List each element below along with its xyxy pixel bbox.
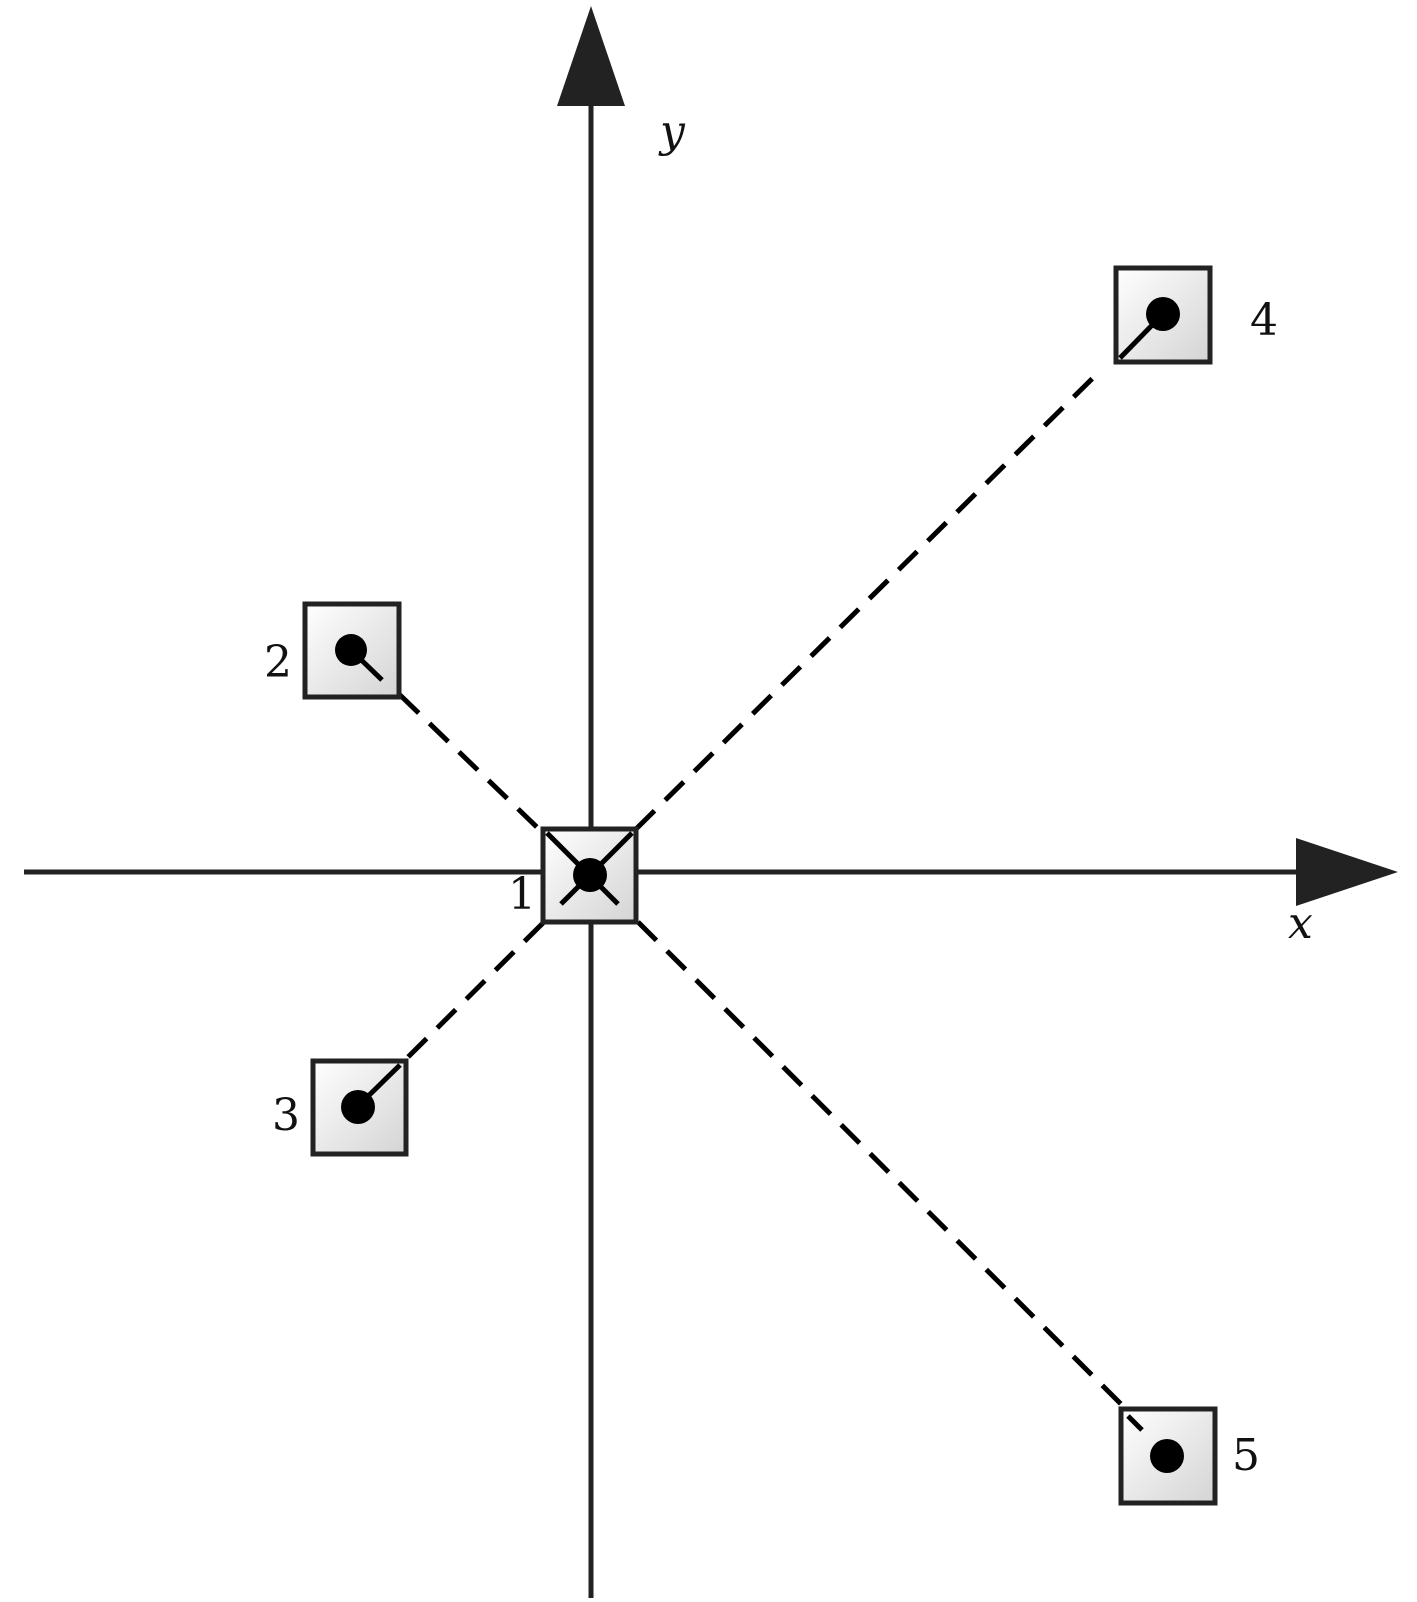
- node-4-dot: [1146, 297, 1180, 331]
- node-5-stub: [1126, 1414, 1144, 1432]
- x-axis-label: x: [1288, 898, 1313, 949]
- x-axis-arrowhead: [1296, 838, 1398, 906]
- node-4: 4: [1113, 265, 1278, 365]
- node-2-dot: [335, 634, 367, 666]
- node-5: 5: [1118, 1406, 1260, 1506]
- node-1-label: 1: [508, 869, 536, 920]
- link-1-3: [403, 921, 545, 1062]
- link-1-2: [398, 693, 545, 835]
- node-4-label: 4: [1250, 295, 1278, 346]
- node-1-dot: [573, 858, 607, 892]
- node-5-label: 5: [1232, 1430, 1260, 1481]
- y-axis-label: y: [658, 106, 686, 157]
- node-2: 2: [264, 601, 402, 700]
- links: [398, 368, 1142, 1425]
- link-1-4: [634, 368, 1103, 831]
- axes: x y: [24, 6, 1398, 1598]
- node-3: 3: [272, 1058, 409, 1157]
- link-1-5: [636, 920, 1142, 1425]
- node-2-label: 2: [264, 637, 292, 688]
- node-1: 1: [508, 826, 639, 925]
- node-5-dot: [1150, 1439, 1184, 1473]
- node-3-label: 3: [272, 1090, 300, 1141]
- y-axis-arrowhead: [557, 6, 625, 106]
- node-3-dot: [341, 1090, 375, 1124]
